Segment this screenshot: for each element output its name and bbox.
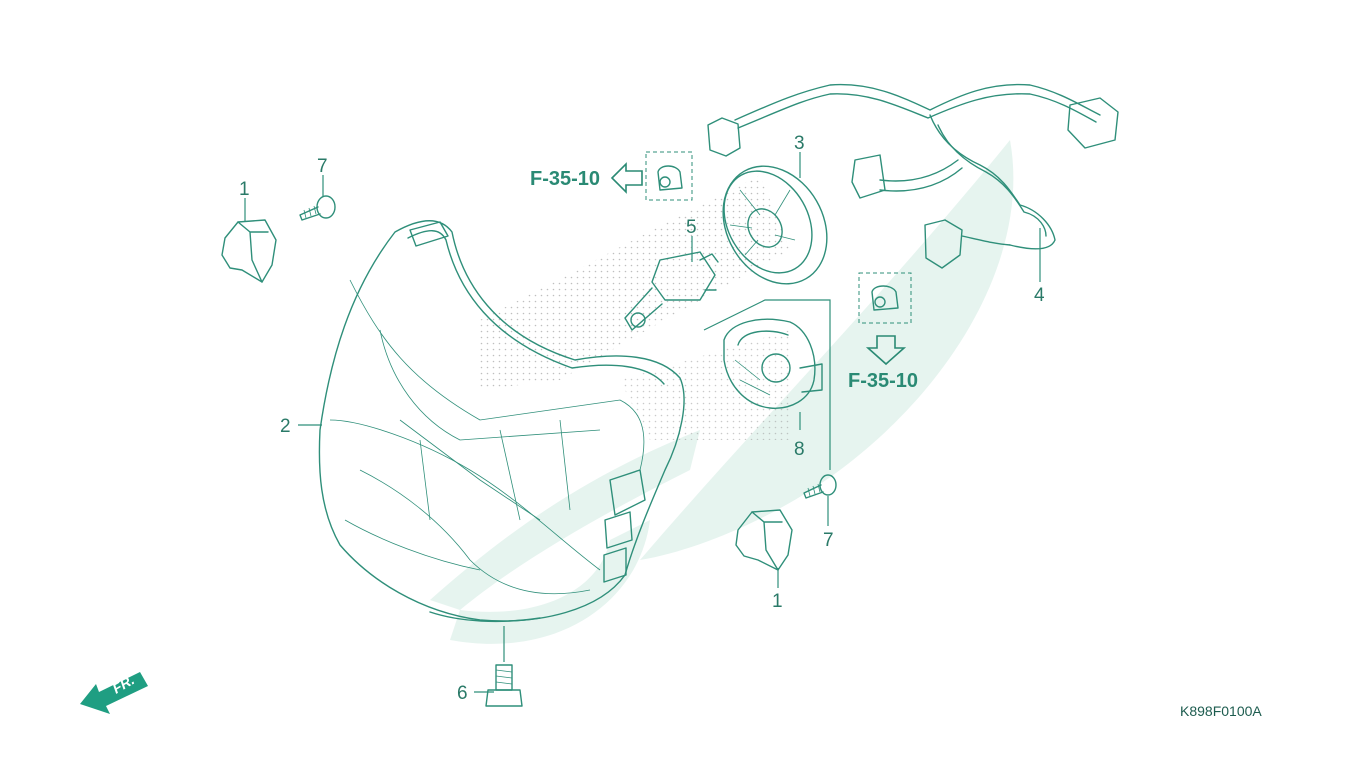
position-bulb-left [645,151,693,201]
screw-top [299,195,336,221]
headlight-housing [318,220,685,623]
reference-right: F-35-10 [848,370,918,392]
lamp-cover [722,165,828,285]
ref-arrow-left [610,162,643,194]
callout-1-top: 1 [239,179,250,200]
screw-bottom [803,474,837,499]
headlight-bulb [624,251,719,331]
callout-3: 3 [794,133,805,154]
diagram-code: K898F0100A [1180,703,1262,719]
bulb-socket [723,318,823,409]
bracket-top [221,219,277,283]
callout-1-bottom: 1 [772,591,783,612]
callout-8: 8 [794,439,805,460]
position-bulb-right [858,272,912,324]
callout-7-bottom: 7 [823,530,834,551]
callout-5: 5 [686,217,697,238]
watermark-logo [430,140,1014,644]
leader-lines [244,152,1041,693]
front-direction-arrow [80,672,148,714]
wiring-harness [707,83,1119,269]
callout-2: 2 [280,416,291,437]
callout-4: 4 [1034,285,1045,306]
reference-left: F-35-10 [530,168,600,190]
shading [480,175,790,440]
group-bracket-line [703,299,831,470]
bracket-bottom [735,509,793,571]
ref-arrow-down [865,335,907,366]
callout-7-top: 7 [317,156,328,177]
bolt [485,664,523,707]
callout-6: 6 [457,683,468,704]
